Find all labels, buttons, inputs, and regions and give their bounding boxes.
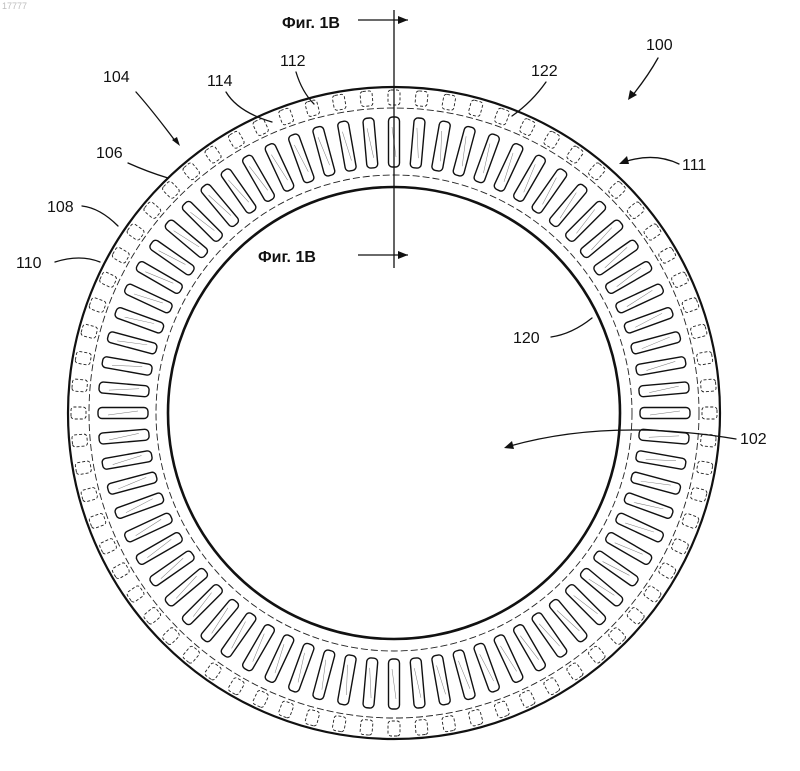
outer-tooth xyxy=(566,662,584,681)
outer-tooth xyxy=(88,297,106,313)
leader-108 xyxy=(82,206,118,226)
leader-111 xyxy=(624,157,679,164)
outer-tooth xyxy=(204,145,222,164)
outer-tooth xyxy=(278,700,294,718)
outer-tooth xyxy=(643,585,662,603)
outer-tooth xyxy=(75,461,92,475)
outer-tooth xyxy=(80,487,98,502)
section-mark-bottom: Фиг. 1В xyxy=(258,249,316,266)
leader-111-arrow xyxy=(619,156,629,164)
label-106: 106 xyxy=(96,145,123,162)
leader-104 xyxy=(136,92,176,142)
section-mark-top: Фиг. 1В xyxy=(282,15,340,32)
outer-tooth xyxy=(626,606,645,625)
outer-tooth xyxy=(696,351,713,365)
outer-tooth xyxy=(72,379,88,392)
outer-tooth xyxy=(587,645,606,664)
outer-tooth xyxy=(468,709,483,727)
outer-tooth xyxy=(702,407,717,419)
outer-tooth xyxy=(519,690,536,709)
outer-tooth xyxy=(442,715,456,732)
outer-tooth xyxy=(80,324,98,339)
outer-tooth xyxy=(658,562,677,580)
outer-tooth xyxy=(415,91,428,107)
outer-tooth xyxy=(278,107,294,125)
outer-tooth xyxy=(415,719,428,735)
outer-tooth xyxy=(566,145,584,164)
outer-tooth xyxy=(143,201,162,220)
outer-tooth xyxy=(204,662,222,681)
leader-114 xyxy=(226,92,272,122)
outer-tooth xyxy=(126,585,145,603)
leader-110 xyxy=(55,258,100,262)
outer-tooth xyxy=(442,94,456,111)
outer-tooth xyxy=(227,130,245,149)
outer-tooth xyxy=(126,223,145,241)
outer-tooth xyxy=(671,538,690,555)
label-100: 100 xyxy=(646,37,673,54)
outer-tooth xyxy=(690,324,708,339)
outer-tooth xyxy=(543,677,561,696)
outer-tooth xyxy=(252,690,269,709)
outer-tooth xyxy=(671,271,690,288)
outer-tooth xyxy=(182,162,201,181)
outer-tooth xyxy=(143,606,162,625)
outer-tooth xyxy=(111,246,130,264)
outer-tooth xyxy=(360,719,373,735)
outer-tooth xyxy=(182,645,201,664)
outer-tooth xyxy=(690,487,708,502)
outer-tooth xyxy=(681,297,699,313)
leader-100 xyxy=(632,58,658,96)
outer-tooth xyxy=(658,246,677,264)
label-111: 111 xyxy=(682,157,706,174)
outer-tooth xyxy=(626,201,645,220)
outer-tooth xyxy=(111,562,130,580)
outer-tooth xyxy=(543,130,561,149)
outer-tooth xyxy=(71,407,86,419)
corner-id: 17777 xyxy=(2,1,27,11)
outer-tooth xyxy=(75,351,92,365)
outer-tooth xyxy=(700,379,716,392)
label-112: 112 xyxy=(280,53,306,70)
outer-tooth xyxy=(587,162,606,181)
outer-tooth xyxy=(332,94,346,111)
outer-tooth xyxy=(72,434,88,447)
outer-tooth xyxy=(305,709,320,727)
outer-tooth xyxy=(519,118,536,137)
leader-106 xyxy=(128,163,168,178)
section-top-arrow xyxy=(398,16,408,24)
label-104: 104 xyxy=(103,69,130,86)
outer-tooth xyxy=(227,677,245,696)
outer-tooth xyxy=(99,538,118,555)
outer-tooth xyxy=(494,700,510,718)
outer-tooth xyxy=(360,91,373,107)
outer-tooth xyxy=(681,513,699,529)
outer-tooth xyxy=(99,271,118,288)
label-122: 122 xyxy=(531,63,558,80)
outer-tooth xyxy=(494,107,510,125)
outer-tooth xyxy=(88,513,106,529)
label-102: 102 xyxy=(740,431,767,448)
outer-tooth xyxy=(468,99,483,117)
outer-tooth xyxy=(643,223,662,241)
outer-tooth xyxy=(388,721,400,736)
outer-tooth xyxy=(696,461,713,475)
label-120: 120 xyxy=(513,330,540,347)
outer-tooth xyxy=(332,715,346,732)
label-114: 114 xyxy=(207,73,233,90)
label-110: 110 xyxy=(16,255,42,272)
label-108: 108 xyxy=(47,199,74,216)
